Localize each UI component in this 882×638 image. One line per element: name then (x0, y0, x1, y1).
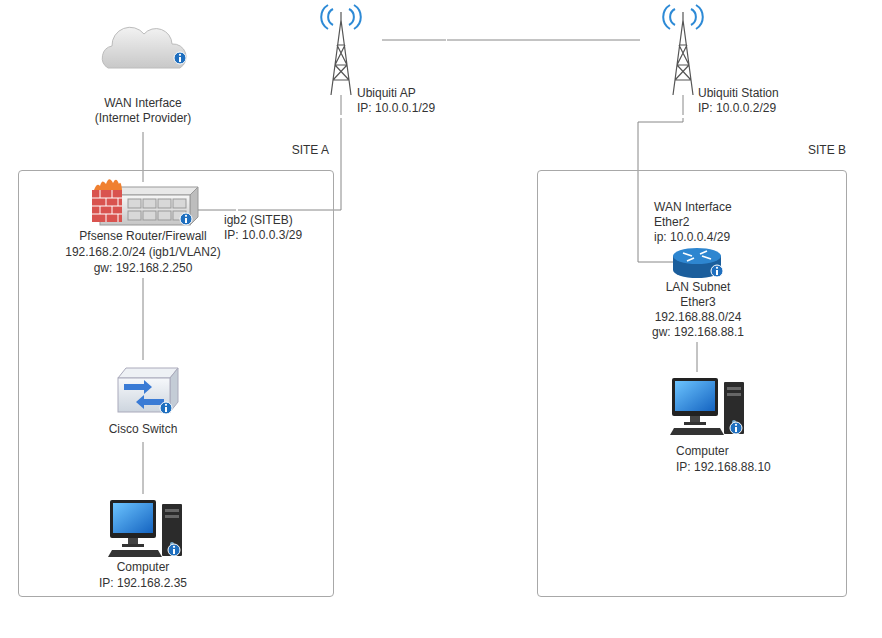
switch-node: Cisco Switch (93, 360, 195, 442)
node-label: LAN Subnet Ether3 (658, 280, 738, 310)
link-line (447, 40, 640, 41)
router-node: WAN Interface Ether2ip: 10.0.0.4/29LAN S… (646, 198, 752, 342)
node-label: Pfsense Router/Firewall (50, 229, 236, 244)
computer-icon (108, 500, 182, 557)
link-line (238, 118, 341, 210)
node-label: IP: 10.0.0.2/29 (698, 101, 794, 116)
info-badge (730, 422, 742, 434)
access-point-node: Ubiquiti APIP: 10.0.0.1/29 (322, 10, 447, 118)
site-heading: SITE B (794, 143, 846, 158)
node-label: Ubiquiti AP (357, 86, 445, 101)
node-label: 192.168.88.0/24 (646, 310, 750, 325)
interface-label: igb2 (SITEB) IP: 10.0.0.3/29 (224, 213, 304, 243)
firewall-server-icon (92, 179, 198, 225)
link-line (697, 342, 698, 372)
node-label: gw: 192.168.2.250 (50, 261, 236, 276)
node-label: WAN Interface (Internet Provider) (85, 96, 201, 126)
node-label: Computer (83, 560, 203, 575)
firewall-node: Pfsense Router/Firewall192.168.2.0/24 (i… (50, 182, 238, 278)
antenna-tower (321, 5, 361, 95)
node-label: Computer (676, 444, 776, 459)
node-label: Cisco Switch (93, 422, 193, 437)
link-line (143, 442, 144, 494)
station-node: Ubiquiti StationIP: 10.0.0.2/29 (640, 10, 796, 118)
computer-node: ComputerIP: 192.168.2.35 (83, 494, 205, 593)
node-label: ip: 10.0.0.4/29 (654, 230, 746, 245)
node-label: IP: 192.168.88.10 (676, 460, 776, 475)
node-label: IP: 192.168.2.35 (83, 576, 203, 591)
computer-node: ComputerIP: 192.168.88.10 (668, 372, 778, 478)
cloud-icon (102, 27, 186, 68)
link-line (143, 132, 144, 182)
info-badge (180, 213, 192, 225)
info-badge (174, 52, 186, 64)
node-label: IP: 10.0.0.1/29 (357, 101, 445, 116)
info-badge (711, 265, 723, 277)
info-badge (160, 402, 172, 414)
cloud-node: WAN Interface (Internet Provider) (85, 8, 203, 132)
node-label: 192.168.2.0/24 (igb1/VLAN2) (50, 245, 236, 260)
site-heading: SITE A (277, 143, 329, 158)
node-label: Ubiquiti Station (698, 86, 794, 101)
node-label: WAN Interface Ether2 (654, 200, 746, 230)
info-badge (168, 544, 180, 556)
antenna-tower (663, 5, 703, 95)
link-line (143, 278, 144, 360)
site-box: WAN Interface Ether2ip: 10.0.0.4/29LAN S… (537, 170, 847, 597)
computer-icon (670, 378, 744, 435)
node-label: gw: 192.168.88.1 (646, 325, 750, 340)
wire (198, 40, 683, 262)
